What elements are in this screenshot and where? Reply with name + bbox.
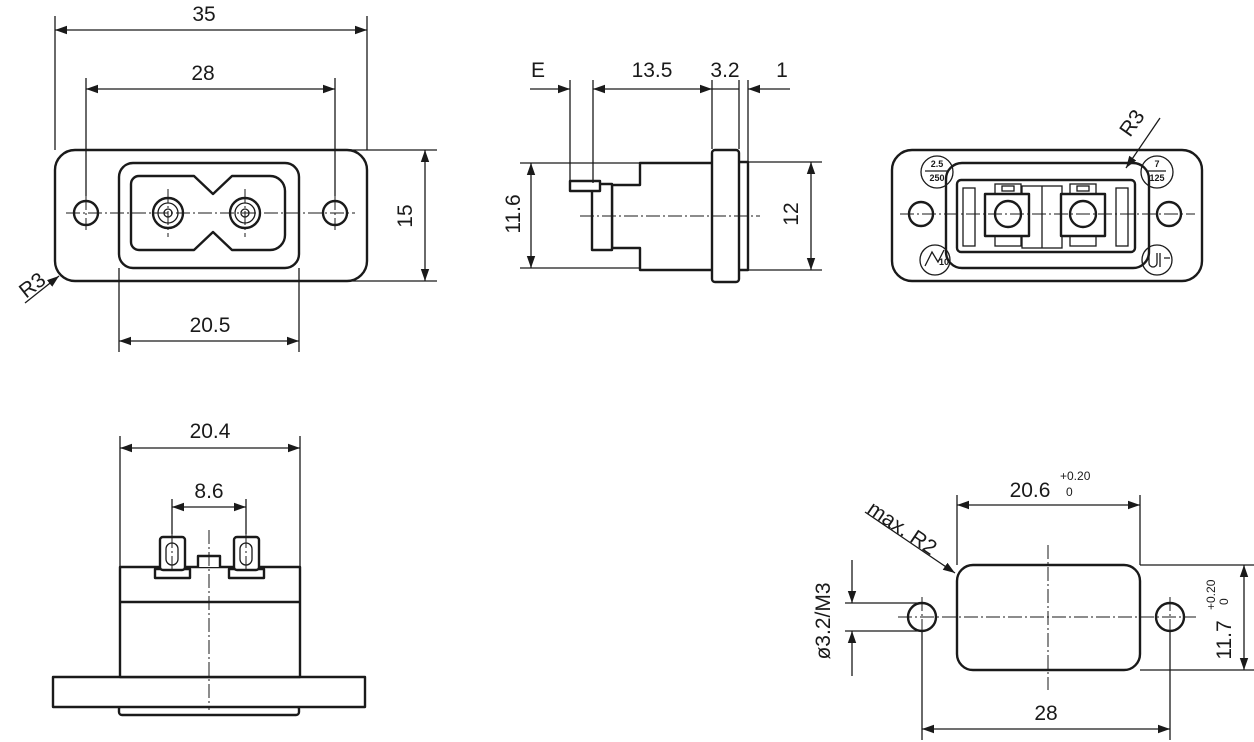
front-flange — [53, 148, 369, 283]
approval-mark-bottom-left: 10 — [919, 244, 951, 276]
side-view: E 13.5 3.2 1 11.6 12 — [502, 59, 822, 284]
tol-height-lower: 0 — [1217, 598, 1231, 605]
tol-height-upper: +0.20 — [1204, 579, 1218, 610]
rating-mark-top-right: 7 125 — [1140, 155, 1174, 189]
dim-label-15: 15 — [394, 204, 417, 227]
bottom-pin-left — [153, 535, 192, 580]
dim-label-28: 28 — [191, 62, 214, 85]
rear-terminal-left — [983, 183, 1031, 247]
svg-text:2.5: 2.5 — [931, 159, 944, 169]
dim-label-20-4: 20.4 — [190, 420, 231, 443]
approval-mark-bottom-right — [1141, 244, 1173, 276]
rear-body-outline — [944, 161, 1151, 270]
rear-terminal-housing — [955, 178, 1137, 254]
dim-label-8-6: 8.6 — [194, 480, 223, 503]
hole-diameter-label: ø3.2/M3 — [812, 582, 835, 659]
side-pin — [568, 179, 602, 193]
side-terminal-block — [590, 182, 614, 252]
rating-mark-top-left: 2.5 250 — [920, 155, 954, 189]
rear-view: 2.5 250 7 125 10 R3 — [890, 106, 1204, 283]
dim-label-20-6: 20.6 — [1010, 479, 1051, 502]
bottom-view: 20.4 8.6 — [51, 420, 367, 717]
corner-radius-leader — [864, 511, 956, 574]
dim-label-1: 1 — [776, 59, 788, 82]
svg-text:125: 125 — [1149, 173, 1164, 183]
dim-label-e: E — [531, 59, 545, 82]
front-view: 35 28 15 20.5 R3 — [15, 3, 437, 352]
tol-width-lower: 0 — [1066, 485, 1073, 499]
radius-label: R3 — [15, 268, 50, 303]
rear-radius-label: R3 — [1115, 106, 1149, 141]
dim-label-11-7: 11.7 — [1213, 620, 1236, 659]
panel-cutout: 20.6 +0.20 0 max. R2 11.7 +0.20 0 ø3.2/M… — [812, 469, 1254, 740]
rear-terminal-right — [1059, 183, 1107, 247]
front-socket-recess — [117, 161, 301, 270]
dim-label-20-5: 20.5 — [190, 314, 231, 337]
rear-flange — [890, 148, 1204, 283]
front-c8-insert — [129, 174, 287, 252]
dim-label-12: 12 — [780, 202, 803, 225]
rear-radius-leader — [1125, 117, 1161, 169]
radius-leader — [24, 275, 60, 304]
dim-label-cutout-28: 28 — [1034, 702, 1057, 725]
svg-text:250: 250 — [929, 173, 944, 183]
corner-radius-label: max. R2 — [863, 497, 941, 560]
svg-text:10: 10 — [939, 257, 949, 267]
svg-text:7: 7 — [1154, 159, 1159, 169]
dim-label-13-5: 13.5 — [632, 59, 673, 82]
dim-label-3-2: 3.2 — [710, 59, 739, 82]
dim-label-35: 35 — [192, 3, 215, 26]
tol-width-upper: +0.20 — [1060, 469, 1091, 483]
bottom-body — [118, 565, 302, 679]
dim-label-11-6: 11.6 — [502, 194, 525, 233]
